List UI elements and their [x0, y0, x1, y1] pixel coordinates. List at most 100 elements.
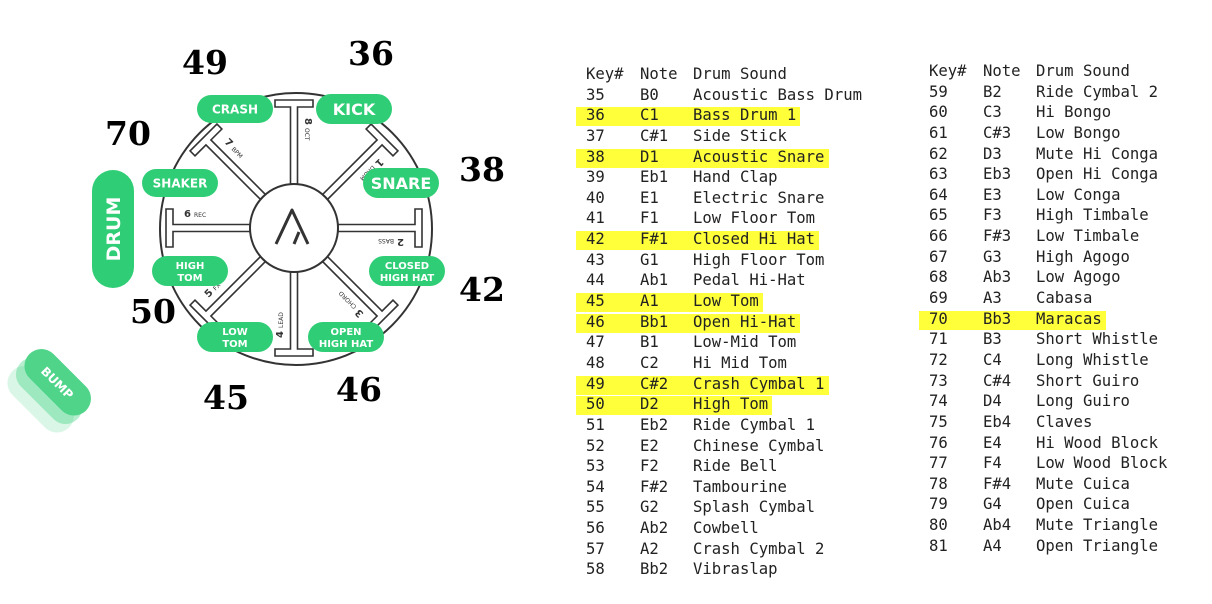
bump-button[interactable]: BUMP — [0, 342, 98, 440]
cell-key: 54 — [586, 477, 605, 496]
cell-note: Ab1 — [640, 271, 669, 290]
cell-sound: High Tom — [693, 395, 769, 414]
note-number-shaker: 70 — [105, 114, 151, 153]
table-row: 35 B0 Acoustic Bass Drum — [586, 85, 906, 106]
cell-sound: Tambourine — [693, 477, 787, 496]
cell-sound: Maracas — [1036, 309, 1102, 328]
cell-note: C#3 — [983, 123, 1012, 142]
spoke-number: 4 — [275, 331, 286, 338]
cell-note: D2 — [640, 395, 659, 414]
cell-sound: Bass Drum 1 — [693, 106, 797, 125]
cell-note: G1 — [640, 250, 659, 269]
cell-sound: Low Bongo — [1036, 123, 1121, 142]
cell-key: 35 — [586, 85, 605, 104]
cell-key: 45 — [586, 292, 605, 311]
cell-sound: Hi Wood Block — [1036, 433, 1159, 452]
pad-label: HIGH HAT — [380, 273, 434, 284]
pad-shaker[interactable]: SHAKER — [142, 169, 218, 197]
cell-note: Eb3 — [983, 165, 1012, 184]
cell-sound: Low Wood Block — [1036, 454, 1168, 473]
cell-sound: Cowbell — [693, 519, 759, 538]
pad-snare[interactable]: SNARE — [363, 168, 439, 198]
cell-sound: Low Conga — [1036, 185, 1121, 204]
row-highlight — [576, 375, 829, 395]
cell-note: F#4 — [983, 474, 1012, 493]
cell-key: 52 — [586, 436, 605, 455]
cell-sound: Crash Cymbal 1 — [693, 374, 825, 393]
cell-key: 37 — [586, 126, 605, 145]
logo-icon — [274, 208, 310, 245]
cell-key: 53 — [586, 457, 605, 476]
row-highlight — [576, 313, 801, 333]
cell-key: 65 — [929, 206, 948, 225]
row-highlight — [576, 293, 763, 313]
pad-label: HIGH HAT — [319, 339, 373, 350]
pad-crash[interactable]: CRASH — [197, 95, 273, 123]
spoke-label: LEAD — [278, 312, 285, 328]
cell-note: E1 — [640, 188, 659, 207]
note-number-closed-hat: 42 — [459, 270, 505, 309]
row-highlight — [576, 231, 820, 251]
cell-key: 60 — [929, 103, 948, 122]
header-cell: Note — [640, 65, 678, 83]
cell-sound: Low-Mid Tom — [693, 333, 797, 352]
cell-note: C2 — [640, 353, 659, 372]
cell-sound: Mute Triangle — [1036, 516, 1159, 535]
cell-note: E4 — [983, 433, 1002, 452]
cell-note: C3 — [983, 103, 1002, 122]
cell-sound: Mute Cuica — [1036, 474, 1130, 493]
cell-sound: Splash Cymbal — [693, 498, 816, 517]
cell-sound: High Floor Tom — [693, 250, 825, 269]
cell-sound: Open Cuica — [1036, 495, 1130, 514]
cell-key: 63 — [929, 165, 948, 184]
cell-key: 48 — [586, 353, 605, 372]
cell-key: 57 — [586, 539, 605, 558]
cell-sound: Side Stick — [693, 126, 787, 145]
cell-sound: Vibraslap — [693, 560, 778, 579]
cell-note: C#1 — [640, 126, 669, 145]
cell-key: 58 — [586, 560, 605, 579]
cell-sound: Ride Bell — [693, 457, 778, 476]
pad-label: OPEN — [330, 327, 361, 338]
cell-note: G3 — [983, 247, 1002, 266]
cell-sound: Acoustic Bass Drum — [693, 85, 862, 104]
pad-label: LOW — [222, 327, 248, 338]
cell-note: D4 — [983, 392, 1002, 411]
spoke-label: FX — [212, 282, 222, 292]
cell-note: Bb1 — [640, 312, 669, 331]
pad-label: CLOSED — [385, 261, 429, 272]
cell-sound: Low Agogo — [1036, 268, 1121, 287]
cell-key: 77 — [929, 454, 948, 473]
cell-note: B0 — [640, 85, 659, 104]
cell-sound: Acoustic Snare — [693, 147, 825, 166]
pad-kick[interactable]: KICK — [316, 94, 392, 124]
spoke-label: OCT — [303, 128, 310, 141]
cell-note: Ab2 — [640, 519, 669, 538]
cell-key: 74 — [929, 392, 948, 411]
cell-sound: Chinese Cymbal — [693, 436, 825, 455]
cell-note: G2 — [640, 498, 659, 517]
cell-sound: Open Hi Conga — [1036, 165, 1159, 184]
cell-note: C1 — [640, 106, 659, 125]
cell-note: F#3 — [983, 227, 1012, 246]
drum-mode-pill[interactable]: DRUM — [92, 170, 134, 288]
pad-label: TOM — [177, 273, 202, 284]
